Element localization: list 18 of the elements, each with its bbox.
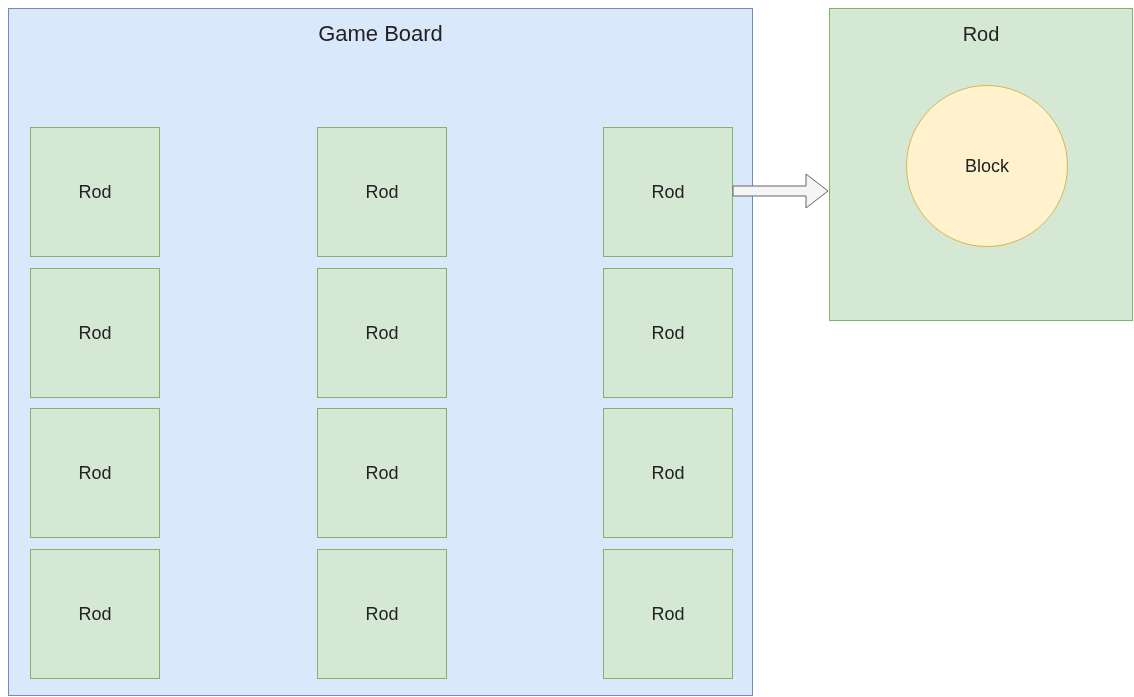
rod-box: Rod bbox=[317, 127, 447, 257]
rod-container bbox=[829, 8, 1133, 321]
rod-box: Rod bbox=[30, 549, 160, 679]
container-title: Game Board bbox=[317, 21, 444, 47]
rod-box: Rod bbox=[317, 549, 447, 679]
rod-box: Rod bbox=[603, 127, 733, 257]
rod-box: Rod bbox=[317, 268, 447, 398]
rod-box: Rod bbox=[30, 127, 160, 257]
rod-box: Rod bbox=[317, 408, 447, 538]
board-container bbox=[8, 8, 753, 696]
block-circle: Block bbox=[906, 85, 1068, 247]
rod-box: Rod bbox=[603, 408, 733, 538]
rod-box: Rod bbox=[603, 268, 733, 398]
rod-box: Rod bbox=[30, 408, 160, 538]
rod-box: Rod bbox=[30, 268, 160, 398]
rod-box: Rod bbox=[603, 549, 733, 679]
block-arrow bbox=[732, 173, 829, 209]
container-title: Rod bbox=[961, 23, 1001, 46]
